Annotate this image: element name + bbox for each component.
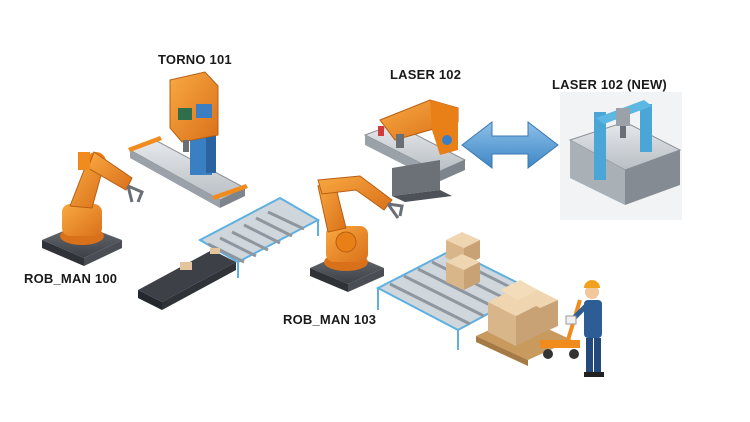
robot-arm-icon (42, 151, 144, 266)
double-arrow-icon (461, 120, 559, 170)
laser-cutter-icon (363, 99, 467, 202)
worker-icon (565, 280, 604, 377)
label-rob-man-100: ROB_MAN 100 (24, 271, 118, 286)
belt-conveyor (138, 248, 236, 310)
label-laser-102-new: LASER 102 (NEW) (552, 77, 667, 92)
label-rob-man-103: ROB_MAN 103 (283, 312, 377, 327)
lathe-machine-icon (128, 71, 248, 208)
roller-conveyor-upper (197, 196, 321, 278)
box-stack (446, 232, 480, 290)
laser-cnc-new-icon (560, 92, 682, 220)
label-laser-102: LASER 102 (390, 67, 462, 82)
robot-arm-icon (310, 175, 404, 292)
label-torno-101: TORNO 101 (158, 52, 232, 67)
